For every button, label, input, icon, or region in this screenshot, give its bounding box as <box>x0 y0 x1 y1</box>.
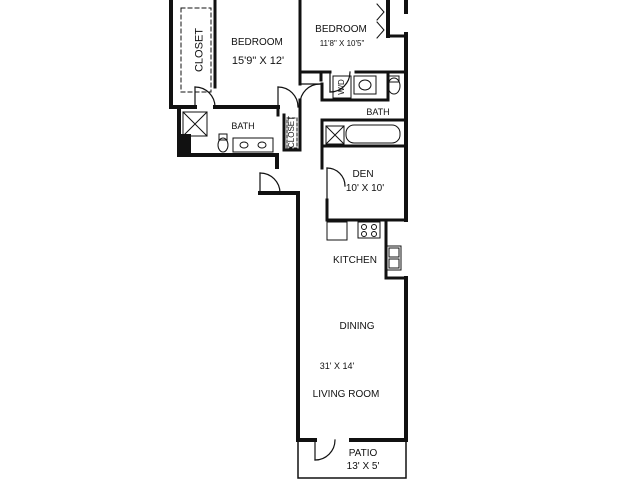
bath1-fixtures <box>182 111 274 153</box>
patio-label: PATIO <box>348 448 378 459</box>
bedroom-1-label: BEDROOM <box>231 37 283 48</box>
closet-2-label: CLOSET <box>287 115 296 149</box>
bedroom-2-label: BEDROOM <box>315 24 367 35</box>
closet-1-label: CLOSET <box>193 27 206 73</box>
den-label: DEN <box>352 169 374 180</box>
bedroom-2-size: 11'8" X 10'5" <box>319 39 365 48</box>
bath1-dark-block <box>179 134 191 155</box>
patio-outline <box>297 439 407 479</box>
living-size: 31' X 14' <box>319 361 355 371</box>
living-label: LIVING ROOM <box>312 389 380 400</box>
dining-label: DINING <box>339 321 375 332</box>
bath2-fixtures <box>325 75 401 145</box>
bath-1-label: BATH <box>231 121 255 131</box>
kitchen-label: KITCHEN <box>333 255 377 266</box>
kitchen-fixtures <box>326 221 402 271</box>
den-size: 10' X 10' <box>345 183 385 194</box>
door-swings <box>194 71 351 461</box>
bedroom-1-size: 15'9" X 12' <box>231 55 285 67</box>
bath-2-label: BATH <box>366 107 390 117</box>
closet-outlines <box>180 3 385 149</box>
patio-size: 13' X 5' <box>346 461 380 472</box>
interior-walls <box>177 0 408 280</box>
wd-label: W/D <box>337 79 346 95</box>
